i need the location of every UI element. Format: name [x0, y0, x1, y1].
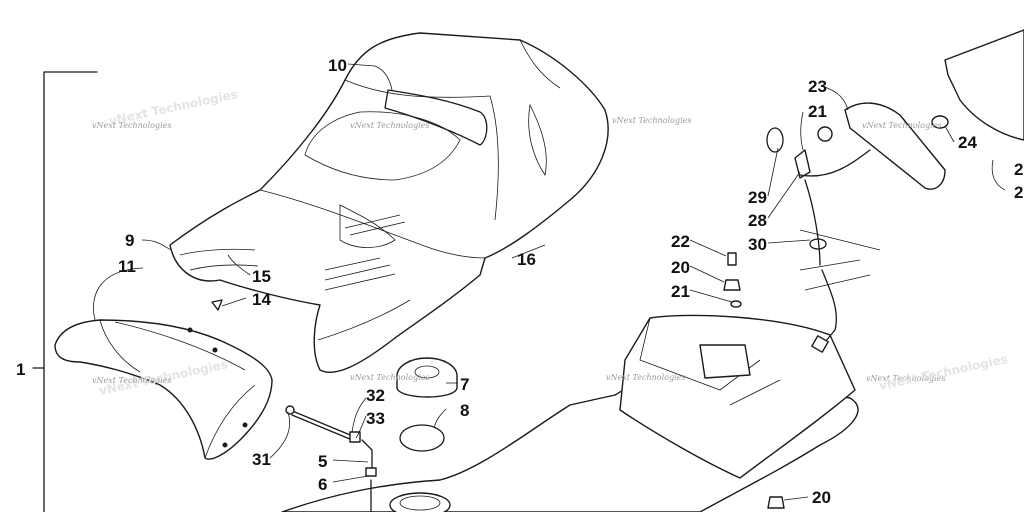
- callouts: 1 10 9 11 15 14 16 32 33 7 8 31 5 6 22 2…: [16, 56, 1023, 507]
- assembly-bracket: [32, 71, 98, 512]
- callout-2: 2: [1014, 183, 1023, 202]
- callout-14: 14: [252, 290, 271, 309]
- callout-21: 21: [808, 102, 827, 121]
- callout-21: 21: [671, 282, 690, 301]
- leader-lines: [93, 63, 1006, 501]
- cap-gasket[interactable]: [399, 424, 445, 452]
- callout-23: 23: [808, 77, 827, 96]
- small-hardware[interactable]: [211, 252, 785, 509]
- callout-31: 31: [252, 450, 271, 469]
- callout-11: 11: [118, 257, 136, 276]
- watermark: vNext Technologies: [862, 121, 941, 130]
- callout-10: 10: [328, 56, 347, 75]
- callout-28: 28: [748, 211, 767, 230]
- callout-29: 29: [748, 188, 767, 207]
- callout-8: 8: [460, 401, 469, 420]
- callout-5: 5: [318, 452, 327, 471]
- callout-32: 32: [366, 386, 385, 405]
- watermark: vNext Technologies: [612, 116, 691, 125]
- callout-22: 22: [671, 232, 690, 251]
- seat-cushion[interactable]: [169, 32, 609, 374]
- watermark: vNext Technologies: [92, 121, 171, 130]
- callout-6: 6: [318, 475, 327, 494]
- callout-16: 16: [517, 250, 536, 269]
- fuel-cap[interactable]: [396, 357, 458, 398]
- taillight-assembly[interactable]: [766, 29, 1024, 353]
- callout-15: 15: [252, 267, 271, 286]
- callout-20: 20: [812, 488, 831, 507]
- callout-2: 2: [1014, 160, 1023, 179]
- watermark: vNext Technologies: [606, 373, 685, 382]
- rear-cowl[interactable]: [54, 319, 273, 460]
- callout-20: 20: [671, 258, 690, 277]
- callout-9: 9: [125, 231, 134, 250]
- watermark-ghost: vNext Technologies: [878, 352, 1009, 393]
- callout-7: 7: [460, 375, 469, 394]
- callout-33: 33: [366, 409, 385, 428]
- watermark: vNext Technologies: [92, 376, 171, 385]
- battery-box[interactable]: [619, 314, 856, 479]
- watermark: vNext Technologies: [866, 374, 945, 383]
- callout-30: 30: [748, 235, 767, 254]
- watermark: vNext Technologies: [350, 373, 429, 382]
- callout-24: 24: [958, 133, 977, 152]
- callout-1: 1: [16, 360, 25, 379]
- fuel-line[interactable]: [285, 405, 377, 512]
- watermark: vNext Technologies: [350, 121, 429, 130]
